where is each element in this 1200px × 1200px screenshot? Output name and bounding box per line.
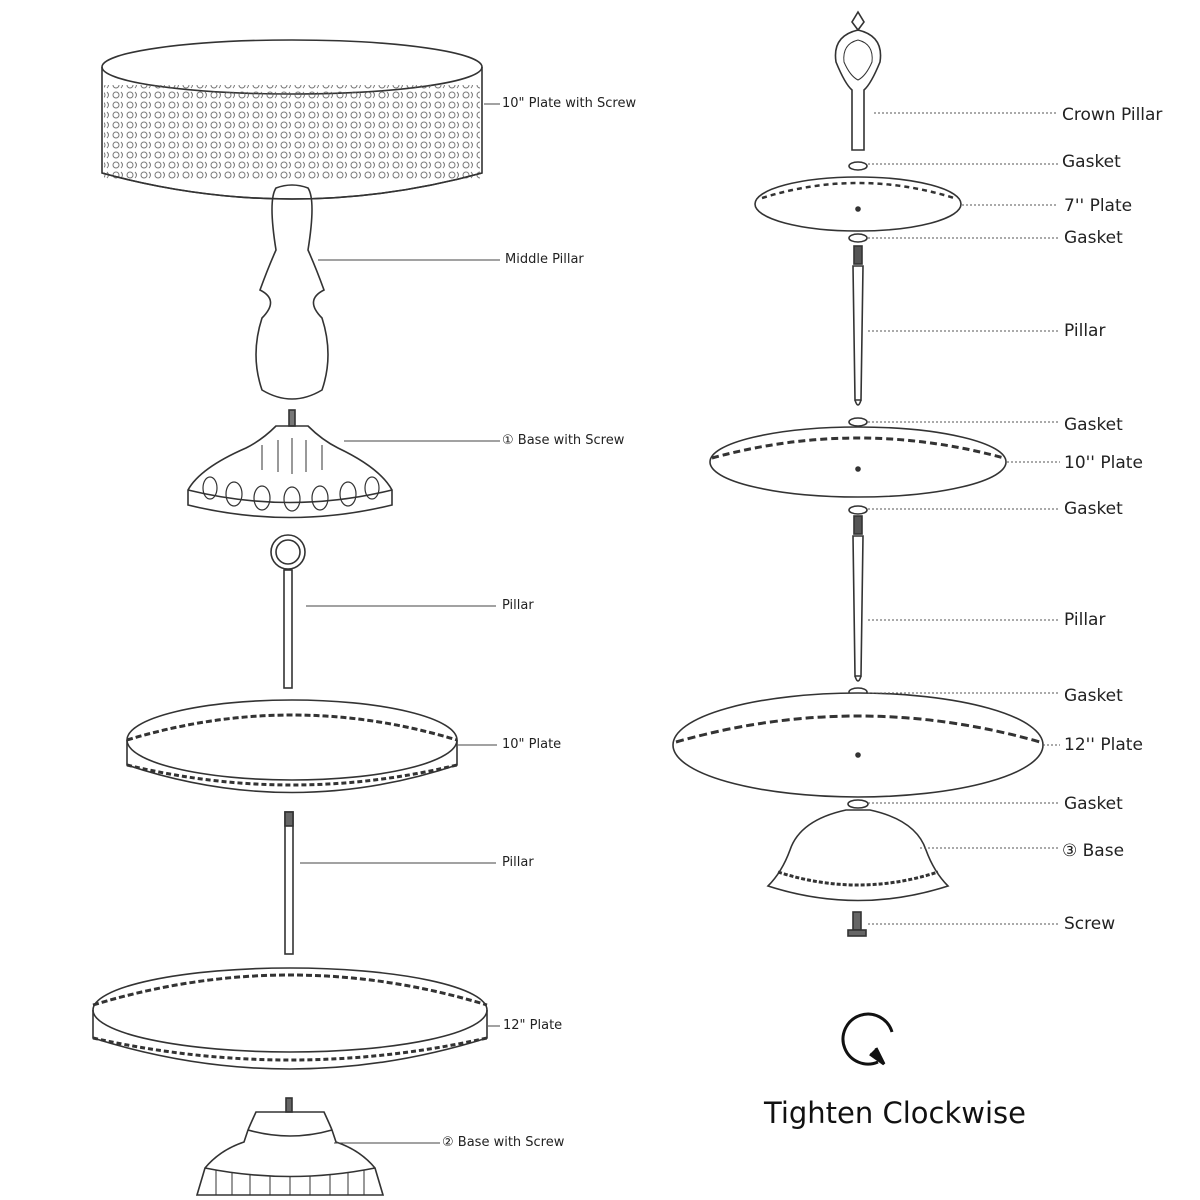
- right-plate-7: [754, 176, 962, 232]
- right-base-3: [766, 809, 950, 902]
- label-pillar-a: Pillar: [502, 598, 534, 613]
- label-pillar-1: Pillar: [1064, 321, 1106, 341]
- label-gasket-3: Gasket: [1064, 415, 1123, 435]
- label-pillar-b: Pillar: [502, 855, 534, 870]
- label-base-2-with-screw: ② Base with Screw: [442, 1135, 565, 1150]
- label-middle-pillar: Middle Pillar: [505, 252, 584, 267]
- label-crown-pillar: Crown Pillar: [1062, 105, 1163, 125]
- label-pillar-2: Pillar: [1064, 610, 1106, 630]
- left-pillar-b: [284, 811, 294, 955]
- right-gasket-4: [848, 505, 868, 515]
- left-base-2: [195, 1097, 385, 1196]
- label-gasket-6: Gasket: [1064, 794, 1123, 814]
- label-7-plate: 7'' Plate: [1064, 196, 1133, 216]
- label-10-plate: 10" Plate: [502, 737, 562, 752]
- left-plate-10-screw: [101, 39, 483, 200]
- right-pillar-1: [852, 245, 864, 406]
- clockwise-arrow-icon: [841, 1012, 894, 1066]
- label-base-1-with-screw: ① Base with Screw: [502, 433, 625, 448]
- right-plate-10: [709, 426, 1007, 498]
- label-gasket-5: Gasket: [1064, 686, 1123, 706]
- right-crown-pillar: [834, 10, 882, 151]
- right-gasket-2: [848, 233, 868, 243]
- label-gasket-4: Gasket: [1064, 499, 1123, 519]
- tighten-clockwise-text: Tighten Clockwise: [764, 1096, 1026, 1130]
- right-gasket-3: [848, 417, 868, 427]
- label-base-3: ③ Base: [1062, 841, 1125, 861]
- right-screw: [847, 911, 867, 937]
- label-gasket-1: Gasket: [1062, 152, 1121, 172]
- right-plate-12: [672, 692, 1044, 798]
- left-pillar-a: [270, 534, 306, 689]
- label-12-plate-right: 12'' Plate: [1064, 735, 1143, 755]
- left-plate-10: [126, 699, 458, 794]
- right-gasket-6: [847, 799, 869, 809]
- right-pillar-2: [852, 515, 864, 682]
- left-plate-12: [92, 967, 488, 1070]
- label-12-plate: 12" Plate: [503, 1018, 563, 1033]
- left-middle-pillar: [255, 184, 329, 400]
- label-screw: Screw: [1064, 914, 1116, 934]
- left-base-1: [187, 409, 393, 519]
- right-gasket-1: [848, 161, 868, 171]
- label-10-plate-with-screw: 10" Plate with Screw: [502, 96, 637, 111]
- label-gasket-2: Gasket: [1064, 228, 1123, 248]
- label-10-plate-right: 10'' Plate: [1064, 453, 1143, 473]
